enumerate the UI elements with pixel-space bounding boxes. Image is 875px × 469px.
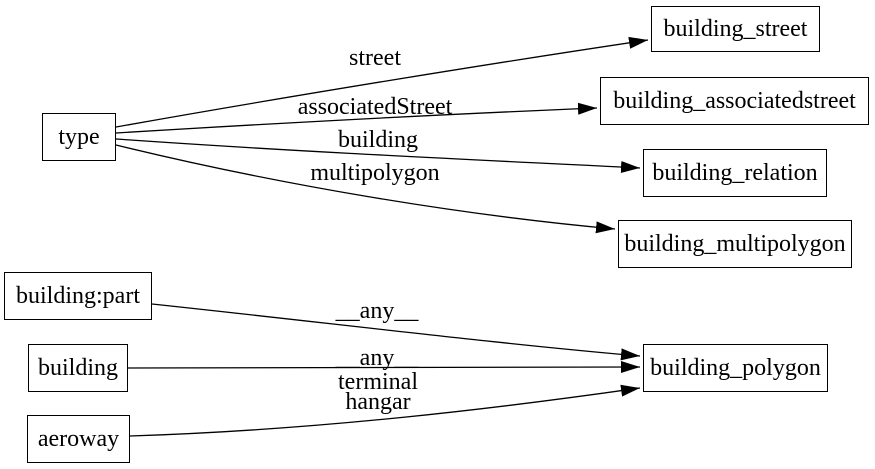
node-building-part: building:part [4, 272, 152, 320]
edge-label-building: building [337, 127, 419, 153]
node-aeroway: aeroway [27, 415, 130, 463]
edge-label-terminal: terminal [338, 369, 418, 395]
edge-label-terminal-hangar: terminal hangar [338, 369, 418, 415]
edge-type-to-building-associatedstreet [115, 102, 598, 134]
node-building-relation: building_relation [643, 149, 827, 197]
node-building: building [28, 344, 128, 392]
node-building-associatedstreet: building_associatedstreet [600, 77, 869, 125]
node-building-polygon: building_polygon [643, 344, 828, 392]
edge-type-to-building-multipolygon [115, 144, 616, 234]
edge-type-to-building-relation [115, 138, 641, 174]
edge-label-any-building: __any__ [335, 345, 419, 371]
node-building-street: building_street [651, 6, 820, 52]
node-type: type [42, 113, 116, 161]
edge-label-any-buildingpart: __any__ [335, 298, 419, 324]
edge-building-to-building-polygon [127, 361, 641, 374]
edge-label-street: street [349, 45, 401, 71]
edge-label-associatedstreet: associatedStreet [297, 94, 453, 120]
edge-buildingpart-to-building-polygon [151, 303, 641, 361]
edge-label-multipolygon: multipolygon [310, 160, 440, 186]
node-building-multipolygon: building_multipolygon [618, 220, 852, 268]
edge-label-hangar: hangar [345, 389, 411, 415]
edge-type-to-building-street [115, 36, 649, 128]
edge-aeroway-to-building-polygon [129, 384, 641, 437]
